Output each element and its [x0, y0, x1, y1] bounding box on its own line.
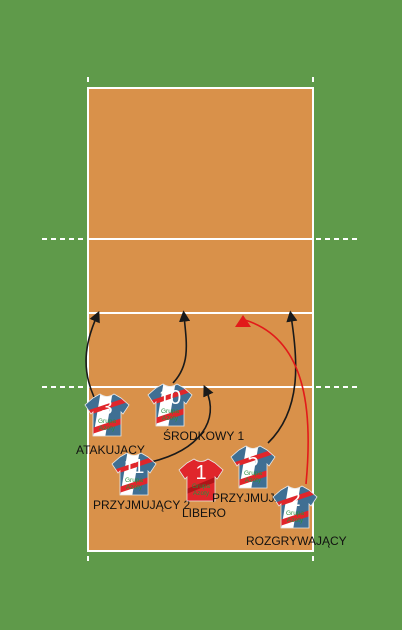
- sponsor-logo-text: Grupa: [244, 470, 262, 477]
- role-label-srodkowy1: ŚRODKOWY 1: [163, 428, 244, 443]
- role-label-libero: LIBERO: [182, 506, 226, 520]
- sponsor-logo-text: Azoty: [245, 477, 262, 484]
- jersey-number: 5: [247, 449, 258, 471]
- sponsor-logo-text: Azoty: [126, 484, 143, 491]
- jersey-number: 11: [124, 456, 145, 478]
- arrow-przyjmujacy1: [267, 310, 298, 444]
- arrow-srodkowy1: [172, 310, 191, 384]
- sponsor-logo-text: Azoty: [162, 415, 179, 422]
- sponsor-logo-text: Grupa: [161, 408, 179, 415]
- jersey-number: 2: [289, 489, 300, 511]
- sponsor-logo-text: Grupa: [125, 477, 143, 484]
- arrowhead-rozgrywajacy: [235, 315, 251, 327]
- movement-arrows: [85, 310, 309, 485]
- arrow-przyjmujacy2: [150, 384, 214, 463]
- sponsor-logo-text: Azoty: [193, 490, 210, 497]
- jersey-number: 10: [159, 387, 181, 409]
- sponsor-logo-text: Grupa: [192, 483, 210, 490]
- role-label-rozgrywajacy: ROZGRYWAJĄCY: [246, 534, 347, 548]
- arrow-atakujacy: [85, 310, 100, 398]
- jersey-number: 1: [195, 462, 206, 484]
- jersey-number: 3: [101, 397, 112, 419]
- sponsor-logo-text: Grupa: [286, 510, 304, 517]
- sponsor-logo-text: Azoty: [287, 517, 304, 524]
- sponsor-logo-text: Grupa: [98, 418, 116, 425]
- role-label-przyjmujacy2: PRZYJMUJĄCY 2: [93, 498, 190, 512]
- arrow-rozgrywajacy: [244, 319, 309, 485]
- role-label-atakujacy: ATAKUJĄCY: [76, 443, 145, 457]
- court-boundary: [87, 87, 314, 552]
- sponsor-logo-text: Azoty: [99, 425, 116, 432]
